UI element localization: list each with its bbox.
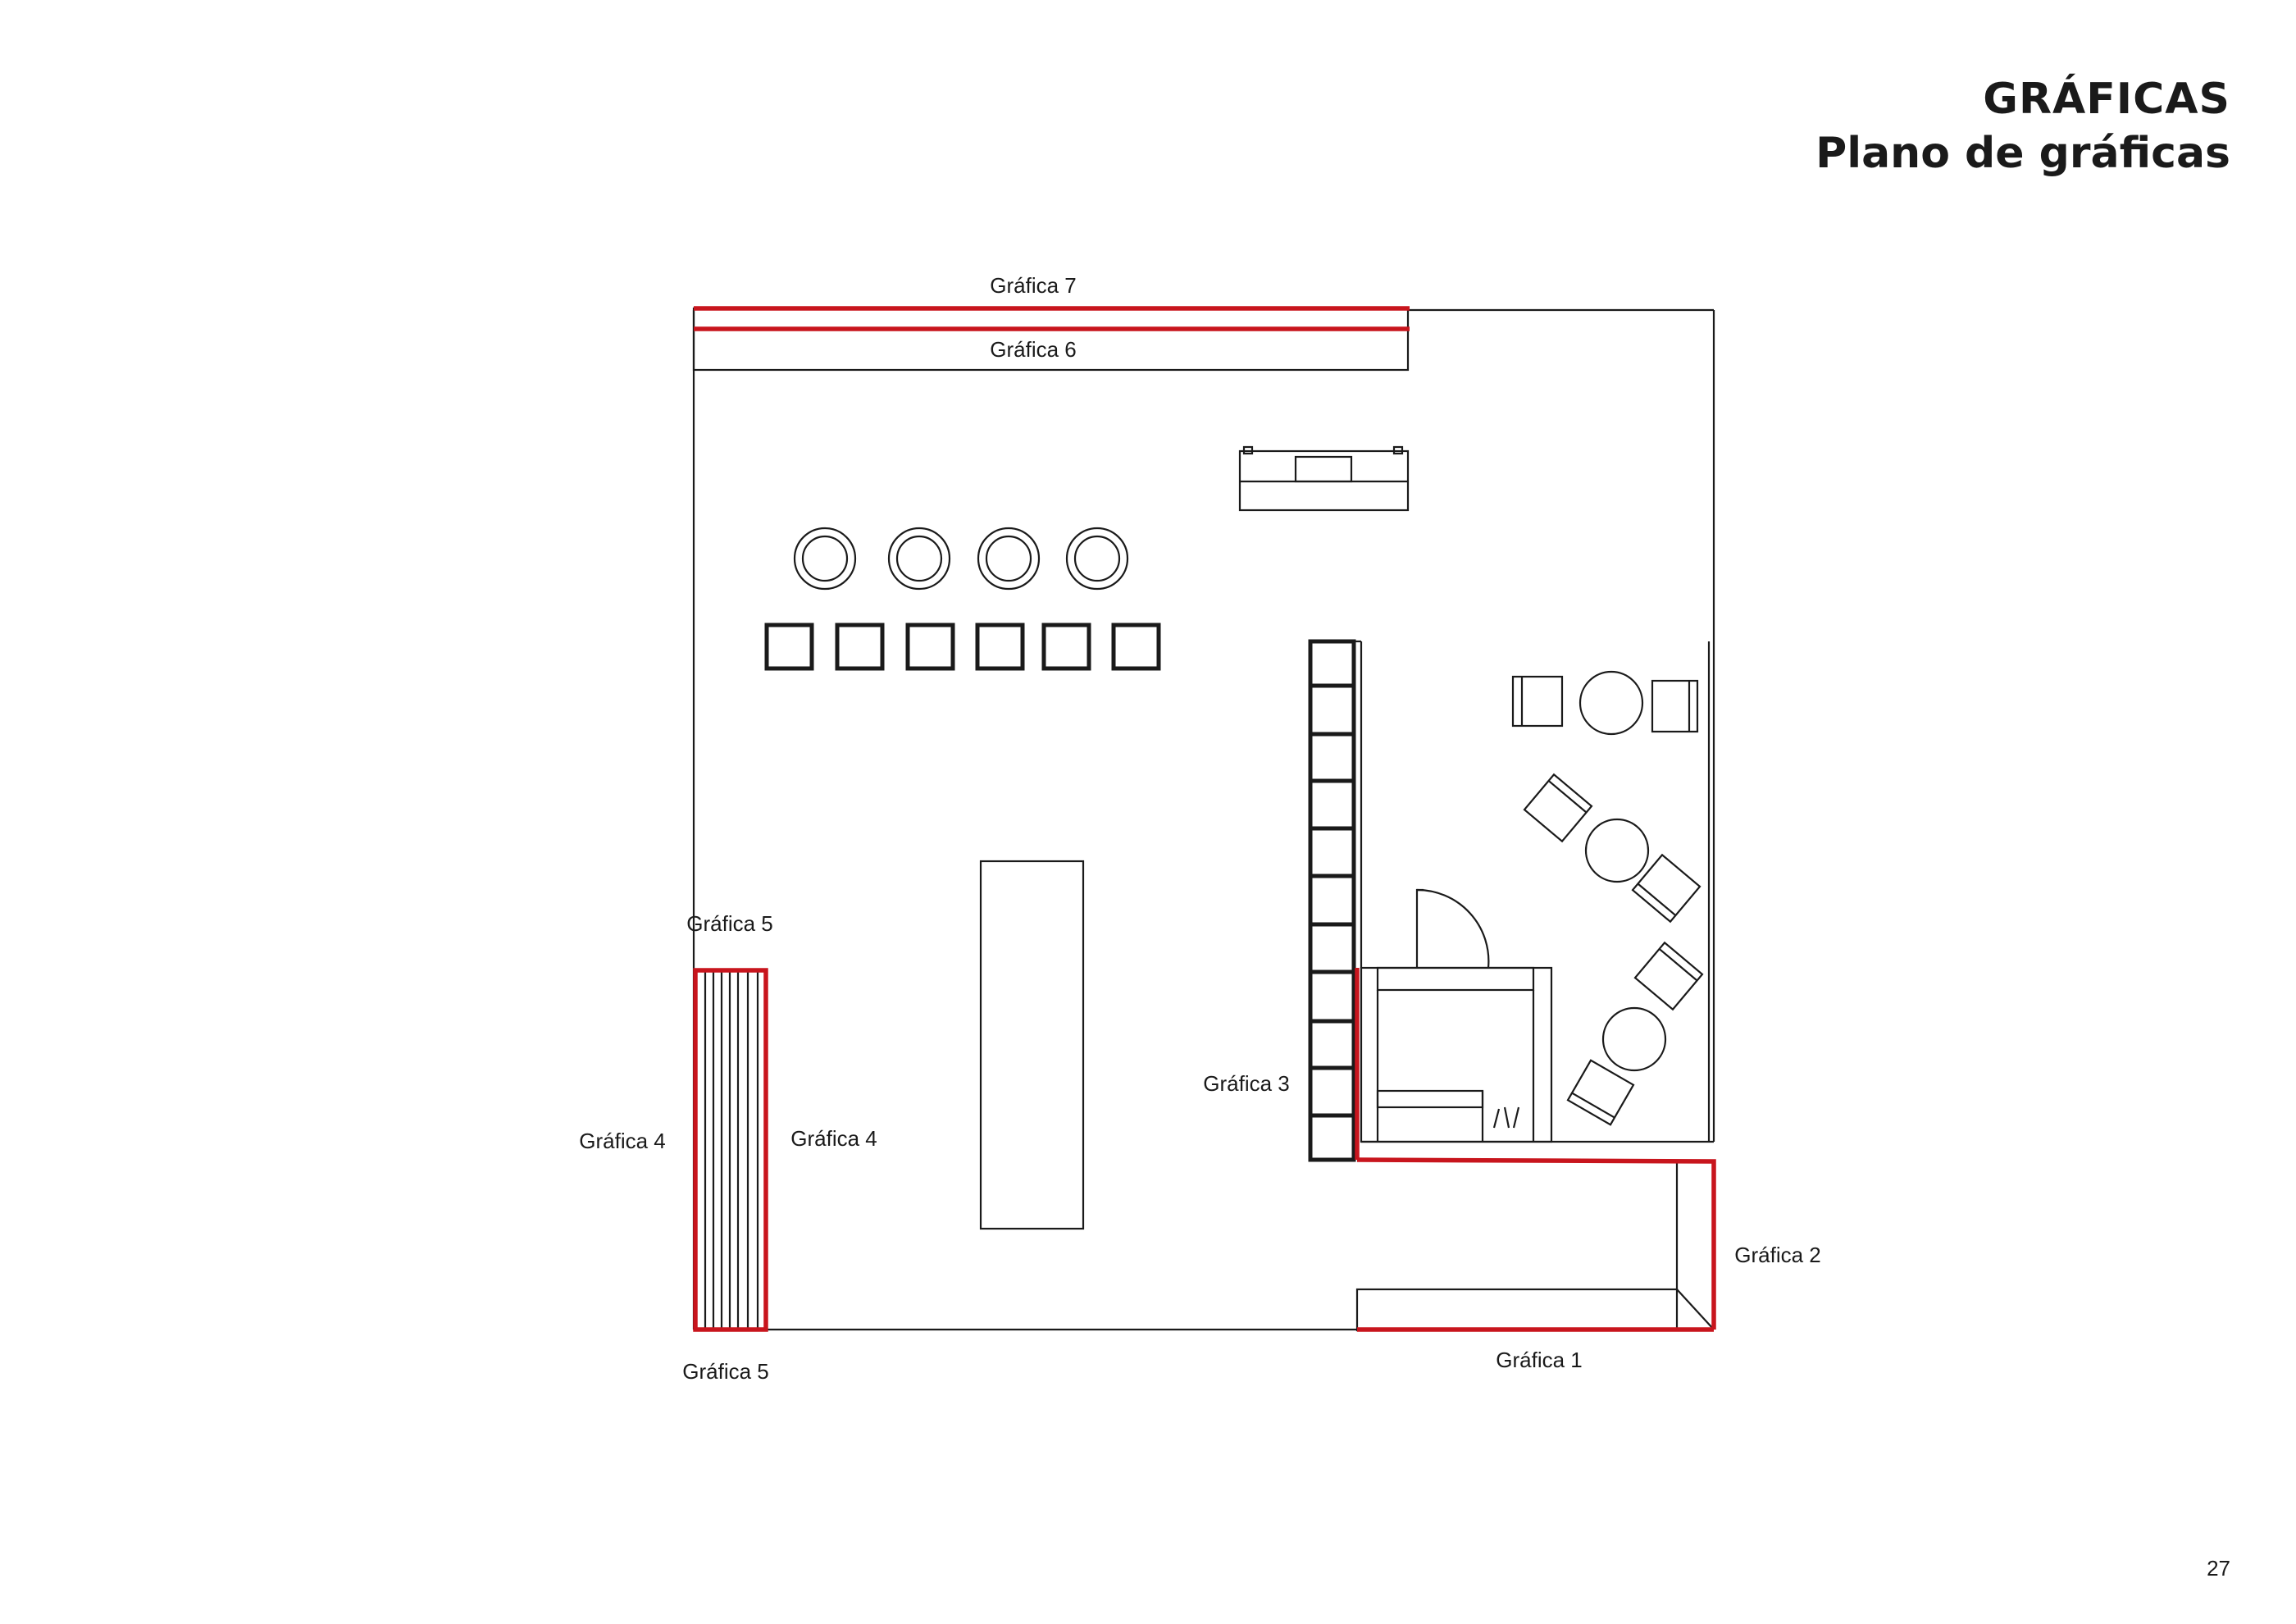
square-seat [1111,623,1161,671]
square-seat [975,623,1025,671]
round-stools [793,527,1129,591]
label-grafica-1: Gráfica 1 [1496,1348,1583,1372]
central-display-table [979,860,1085,1230]
square-seats [764,623,1161,671]
label-grafica-4-left: Gráfica 4 [579,1129,666,1153]
reception-counter [1238,445,1410,512]
armchair [1633,941,1704,1011]
storage-room [1360,888,1714,1143]
left-display-panels [693,968,768,1332]
page-header: GRÁFICAS Plano de gráficas [1815,72,2230,180]
stool [793,527,857,591]
label-grafica-5-top: Gráfica 5 [686,911,773,936]
label-grafica-2: Gráfica 2 [1734,1243,1821,1267]
label-grafica-6: Gráfica 6 [990,337,1077,362]
outer-walls [692,308,1715,1331]
square-seat [905,623,955,671]
lounge-area [1511,641,1711,1142]
stool [887,527,951,591]
armchair [1523,773,1593,843]
armchair [1566,1059,1635,1126]
grafica-2-highlight [1356,1157,1716,1330]
grafica-4-5-highlight [693,968,768,1332]
label-grafica-4-right: Gráfica 4 [790,1126,877,1151]
round-table [1578,670,1644,736]
square-seat [764,623,814,671]
armchair [1511,675,1564,728]
round-table [1584,818,1650,883]
stool [1065,527,1129,591]
round-table [1601,1006,1667,1072]
label-grafica-3: Gráfica 3 [1203,1071,1290,1096]
page-number: 27 [2207,1556,2230,1581]
armchair [1651,679,1699,733]
page-subtitle: Plano de gráficas [1815,129,2230,178]
stool [977,527,1041,591]
door-swing [1415,888,1490,969]
square-seat [1041,623,1091,671]
square-seat [835,623,885,671]
entrance-counter [1355,968,1716,1332]
label-grafica-7: Gráfica 7 [990,273,1077,298]
top-wall-panel [692,306,1410,372]
armchair [1631,853,1702,924]
label-grafica-5-bottom: Gráfica 5 [682,1359,769,1384]
page-title: GRÁFICAS [1983,75,2230,124]
shelving-column [1308,639,1363,1162]
